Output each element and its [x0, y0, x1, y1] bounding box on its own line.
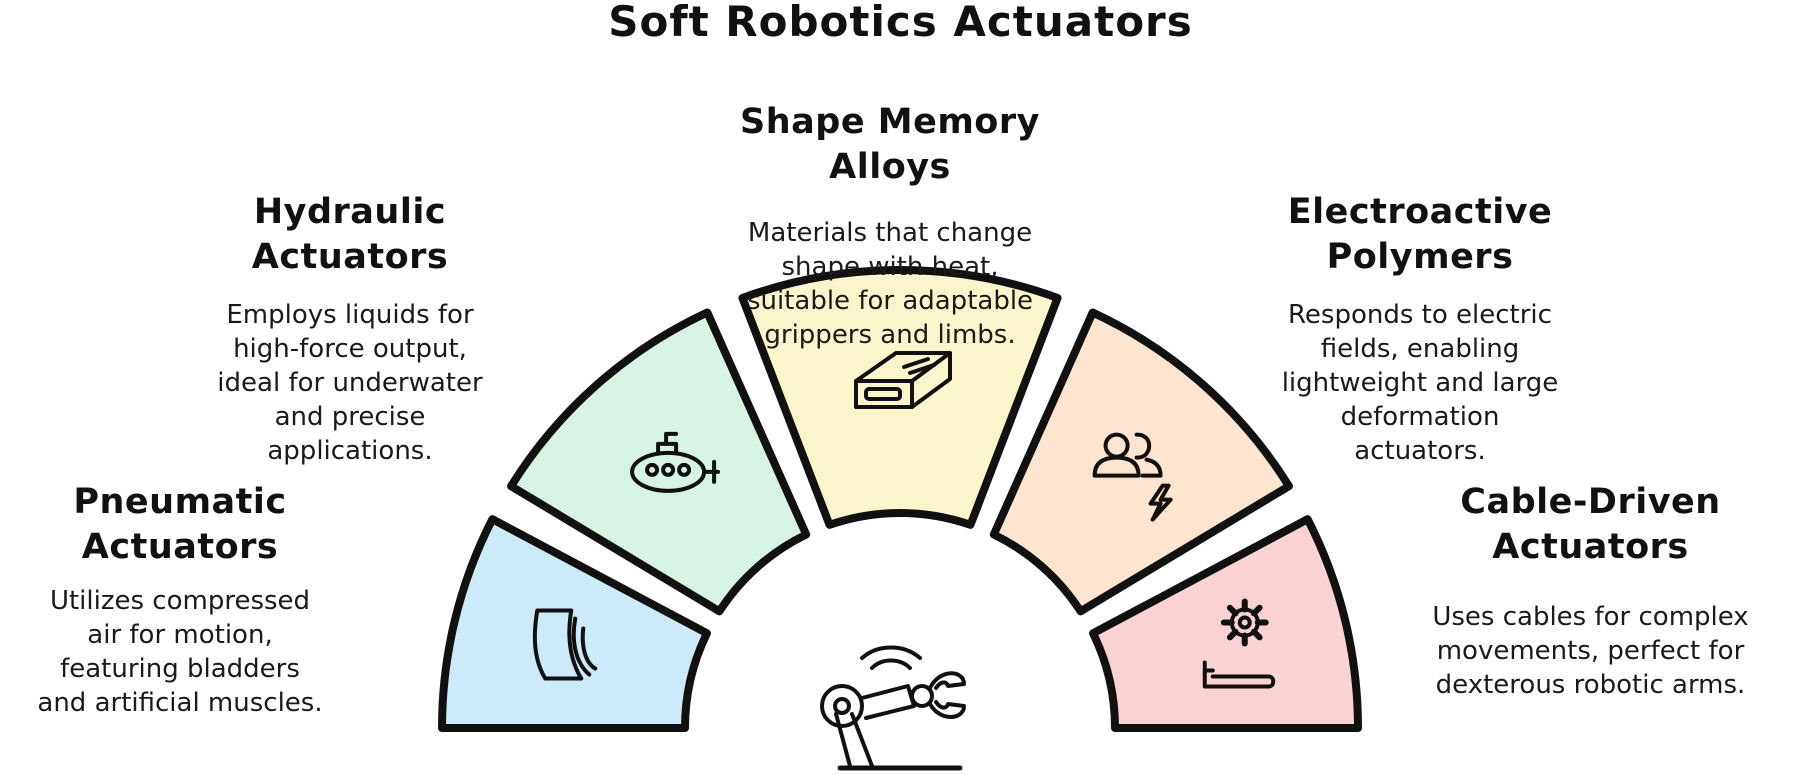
segment-electroactive [989, 308, 1293, 616]
paper-sheets-icon [532, 608, 598, 681]
diagram-title: Soft Robotics Actuators [608, 0, 1193, 46]
submarine-icon [630, 431, 721, 493]
metal-bar-icon [854, 351, 952, 409]
robotic-arm-icon [820, 645, 966, 771]
gear-hand-icon [1202, 598, 1276, 689]
users-lightning-icon [1092, 432, 1173, 522]
segment-hydraulic [507, 308, 811, 616]
